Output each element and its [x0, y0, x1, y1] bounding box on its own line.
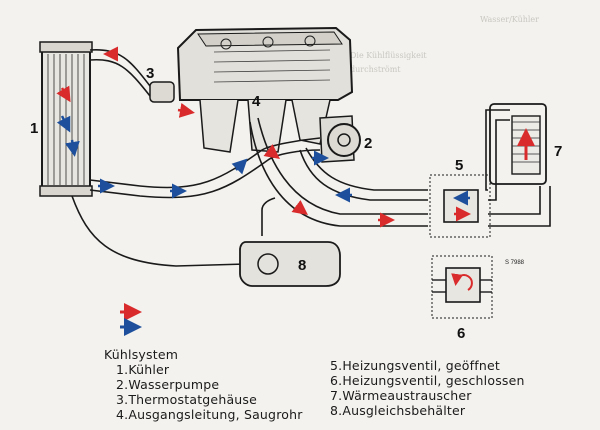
legend-title: Kühlsystem: [104, 347, 179, 362]
svg-text:Die Kühlflüssigkeit: Die Kühlflüssigkeit: [350, 51, 427, 60]
svg-text:Wasser/Kühler: Wasser/Kühler: [480, 15, 539, 24]
legend-item: 6.Heizungsventil, geschlossen: [330, 373, 525, 388]
heater-valve-closed: [431, 255, 493, 319]
hoses: [71, 49, 551, 267]
callout-7: 7: [554, 143, 562, 160]
thermostat-housing: [149, 81, 175, 103]
background-text: Wasser/Kühler Die Kühlflüssigkeit durchs…: [350, 15, 539, 74]
legend-right: 5.Heizungsventil, geöffnet 6.Heizungsven…: [330, 358, 525, 418]
legend-item: 3.Thermostatgehäuse: [116, 392, 258, 407]
legend-item: 8.Ausgleichsbehälter: [330, 403, 466, 418]
callout-2: 2: [364, 135, 372, 152]
callout-3: 3: [146, 65, 154, 82]
legend-item: 2.Wasserpumpe: [116, 377, 220, 392]
legend-item: 5.Heizungsventil, geöffnet: [330, 358, 500, 373]
heater-valve-open: [429, 174, 491, 238]
legend-item: 1.Kühler: [116, 362, 170, 377]
callout-5: 5: [455, 157, 463, 174]
callout-8: 8: [298, 257, 306, 274]
legend-left: Kühlsystem 1.Kühler 2.Wasserpumpe 3.Ther…: [104, 347, 303, 422]
heat-exchanger: [489, 103, 547, 185]
callout-1: 1: [30, 120, 38, 137]
water-pump: [327, 123, 361, 157]
legend-item: 7.Wärmeaustrauscher: [330, 388, 472, 403]
flow-arrows: [98, 46, 395, 228]
callout-6: 6: [457, 325, 465, 342]
figure-code: S 7988: [505, 260, 525, 266]
legend-flow-samples: [120, 303, 142, 336]
expansion-tank: [239, 241, 341, 287]
legend-item: 4.Ausgangsleitung, Saugrohr: [116, 407, 303, 422]
svg-text:durchströmt: durchströmt: [350, 65, 401, 74]
callout-4: 4: [252, 93, 261, 110]
radiator: [39, 41, 93, 197]
